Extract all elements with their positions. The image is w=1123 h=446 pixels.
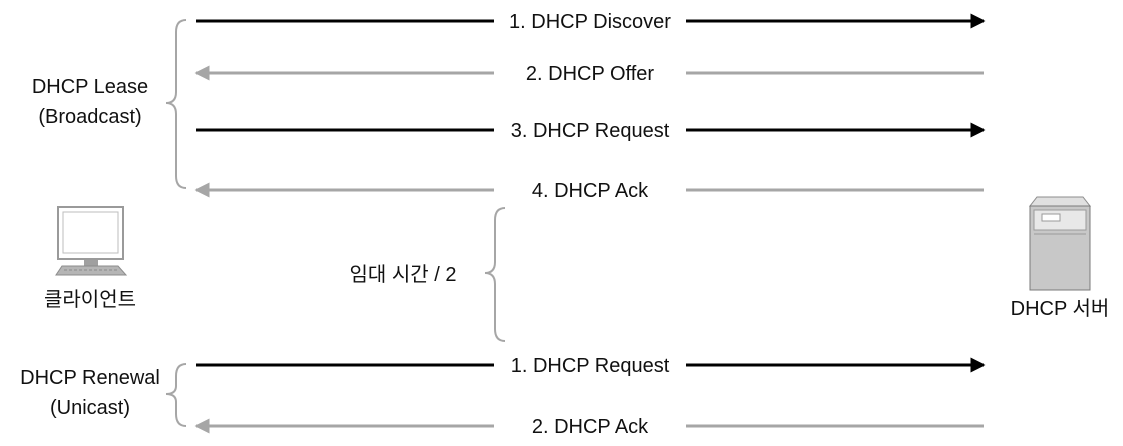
discover-label: 1. DHCP Discover: [509, 11, 671, 33]
lease-time-brace: [484, 207, 506, 342]
renewal-brace: [165, 363, 187, 427]
renewal-title: DHCP Renewal: [20, 367, 160, 389]
offer-label: 2. DHCP Offer: [526, 63, 655, 85]
lease-subtitle: (Broadcast): [38, 106, 141, 128]
renewal-request-label: 1. DHCP Request: [511, 355, 670, 377]
client-label: 클라이언트: [44, 288, 136, 311]
server-label: DHCP 서버: [1011, 297, 1110, 320]
request-label: 3. DHCP Request: [511, 120, 670, 142]
renewal-message-request: 1. DHCP Request: [196, 355, 986, 377]
desktop-computer-icon: [55, 206, 128, 276]
server-tower-icon: [1028, 196, 1092, 291]
lease-title: DHCP Lease: [32, 76, 148, 98]
lease-message-ack: 4. DHCP Ack: [194, 180, 984, 202]
lease-brace: [165, 19, 187, 189]
lease-message-offer: 2. DHCP Offer: [194, 63, 984, 85]
ack-label: 4. DHCP Ack: [532, 180, 649, 202]
renewal-message-ack: 2. DHCP Ack: [194, 416, 984, 438]
lease-message-request: 3. DHCP Request: [196, 120, 986, 142]
renewal-subtitle: (Unicast): [50, 397, 130, 419]
renewal-ack-label: 2. DHCP Ack: [532, 416, 649, 438]
lease-time-label: 임대 시간 / 2: [350, 263, 457, 286]
lease-message-discover: 1. DHCP Discover: [196, 11, 986, 33]
